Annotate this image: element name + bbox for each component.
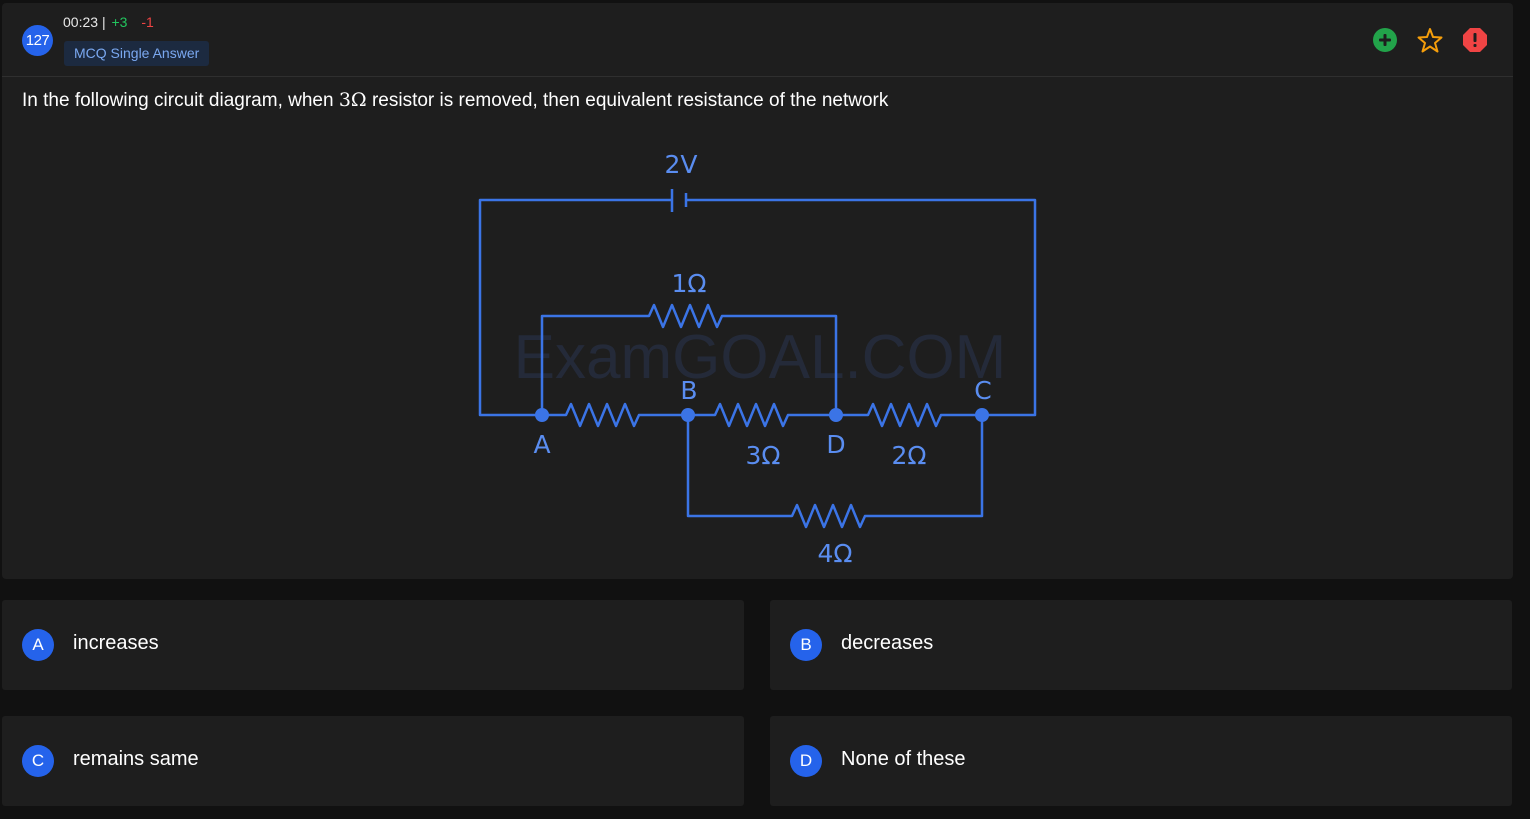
option-text: None of these bbox=[841, 748, 966, 770]
star-icon bbox=[1417, 28, 1443, 53]
option-text: remains same bbox=[73, 748, 199, 770]
question-text: In the following circuit diagram, when 3… bbox=[22, 89, 888, 112]
option-d[interactable]: D None of these bbox=[770, 716, 1512, 806]
question-card: 127 00:23 | +3 -1 MCQ Single Answer bbox=[2, 3, 1513, 579]
option-letter: A bbox=[22, 629, 54, 661]
option-b[interactable]: B decreases bbox=[770, 600, 1512, 690]
option-a[interactable]: A increases bbox=[2, 600, 744, 690]
circuit-wires bbox=[478, 189, 1037, 529]
battery-label: 2V bbox=[664, 150, 697, 179]
timer: 00:23 bbox=[63, 14, 99, 30]
add-button[interactable] bbox=[1372, 27, 1398, 53]
meta-separator: | bbox=[101, 14, 106, 30]
bookmark-button[interactable] bbox=[1417, 27, 1443, 53]
question-math: 3Ω bbox=[338, 89, 367, 111]
option-letter: C bbox=[22, 745, 54, 777]
resistor-label-4ohm: 4Ω bbox=[817, 539, 852, 568]
question-number-badge: 127 bbox=[22, 25, 53, 56]
positive-marks: +3 bbox=[111, 14, 128, 30]
node-label-a: A bbox=[533, 430, 550, 459]
node-label-d: D bbox=[826, 430, 845, 459]
option-letter: B bbox=[790, 629, 822, 661]
question-meta: 00:23 | +3 -1 bbox=[63, 14, 154, 30]
question-text-end: resistor is removed, then equivalent res… bbox=[366, 90, 889, 111]
option-c[interactable]: C remains same bbox=[2, 716, 744, 806]
question-text-start: In the following circuit diagram, when bbox=[22, 90, 339, 111]
report-button[interactable] bbox=[1462, 27, 1488, 53]
option-text: decreases bbox=[841, 632, 934, 654]
resistor-label-2ohm: 2Ω bbox=[891, 441, 926, 470]
question-type-badge: MCQ Single Answer bbox=[64, 41, 210, 66]
plus-circle-icon bbox=[1373, 28, 1397, 52]
negative-marks: -1 bbox=[141, 14, 154, 30]
circuit-nodes bbox=[535, 408, 989, 422]
node-label-b: B bbox=[680, 376, 697, 405]
resistor-label-1ohm: 1Ω bbox=[671, 269, 706, 298]
question-header: 127 00:23 | +3 -1 MCQ Single Answer bbox=[2, 3, 1513, 77]
diagram-watermark: ExamGOAL.COM bbox=[514, 323, 1007, 392]
option-text: increases bbox=[73, 632, 159, 654]
alert-icon bbox=[1463, 28, 1487, 52]
option-letter: D bbox=[790, 745, 822, 777]
circuit-diagram: ExamGOAL.COM 2V 1Ω 3Ω 2Ω 4Ω A B C bbox=[478, 150, 1037, 568]
node-label-c: C bbox=[974, 376, 991, 405]
resistor-label-3ohm: 3Ω bbox=[745, 441, 780, 470]
